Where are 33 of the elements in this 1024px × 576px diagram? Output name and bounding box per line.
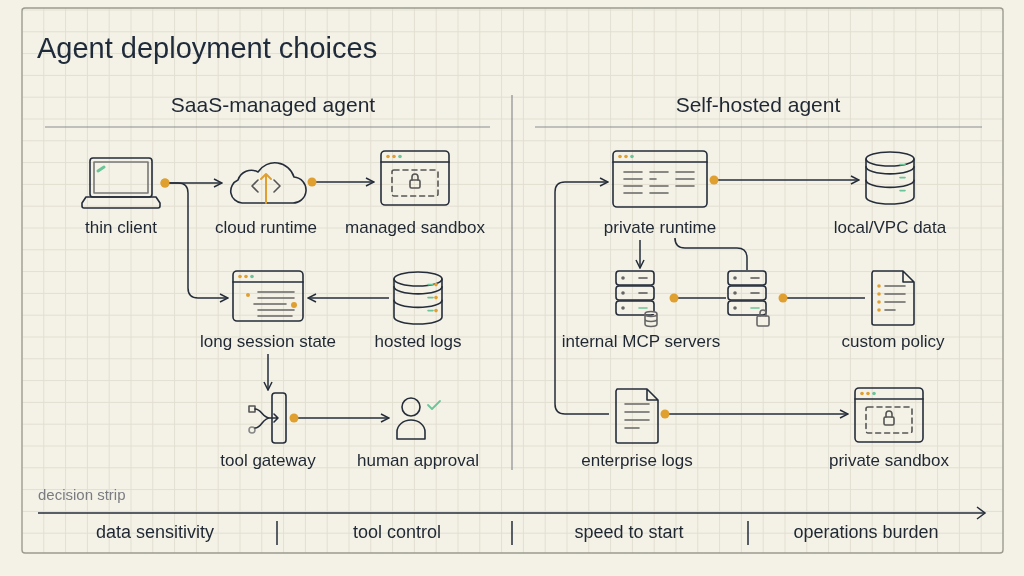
node-label: long session state (199, 332, 337, 352)
node-label: human approval (357, 451, 479, 471)
strip-title: decision strip (38, 486, 126, 503)
node-label: hosted logs (374, 332, 462, 352)
node-label: enterprise logs (581, 451, 693, 471)
connector-arrow (635, 239, 645, 269)
section-heading: SaaS-managed agent (170, 93, 376, 117)
node-label: custom policy (841, 332, 945, 352)
strip-label: data sensitivity (95, 522, 215, 543)
diagram-title: Agent deployment choices (37, 32, 378, 65)
connector-arrow (289, 413, 390, 423)
strip-label: speed to start (574, 522, 684, 543)
strip-label: operations burden (793, 522, 939, 543)
connector-arrow (709, 175, 860, 185)
connector-arrow (554, 177, 610, 415)
node-label: internal MCP servers (561, 332, 721, 352)
connector-arrow (307, 177, 375, 187)
node-label: cloud runtime (214, 218, 318, 238)
connector-arrow (660, 409, 849, 419)
node-label: tool gateway (220, 451, 316, 471)
node-label: local/VPC data (833, 218, 947, 238)
connector-line (669, 293, 727, 303)
connector-arrow (160, 178, 229, 303)
connector-line (778, 293, 866, 303)
strip-label: tool control (352, 522, 442, 543)
node-label: private sandbox (829, 451, 949, 471)
node-label: managed sandbox (345, 218, 485, 238)
node-label: thin client (85, 218, 157, 238)
node-label: private runtime (603, 218, 717, 238)
connector-arrow (307, 293, 390, 303)
section-heading: Self-hosted agent (675, 93, 841, 117)
connector-line (674, 237, 748, 271)
connector-arrow (263, 353, 273, 391)
